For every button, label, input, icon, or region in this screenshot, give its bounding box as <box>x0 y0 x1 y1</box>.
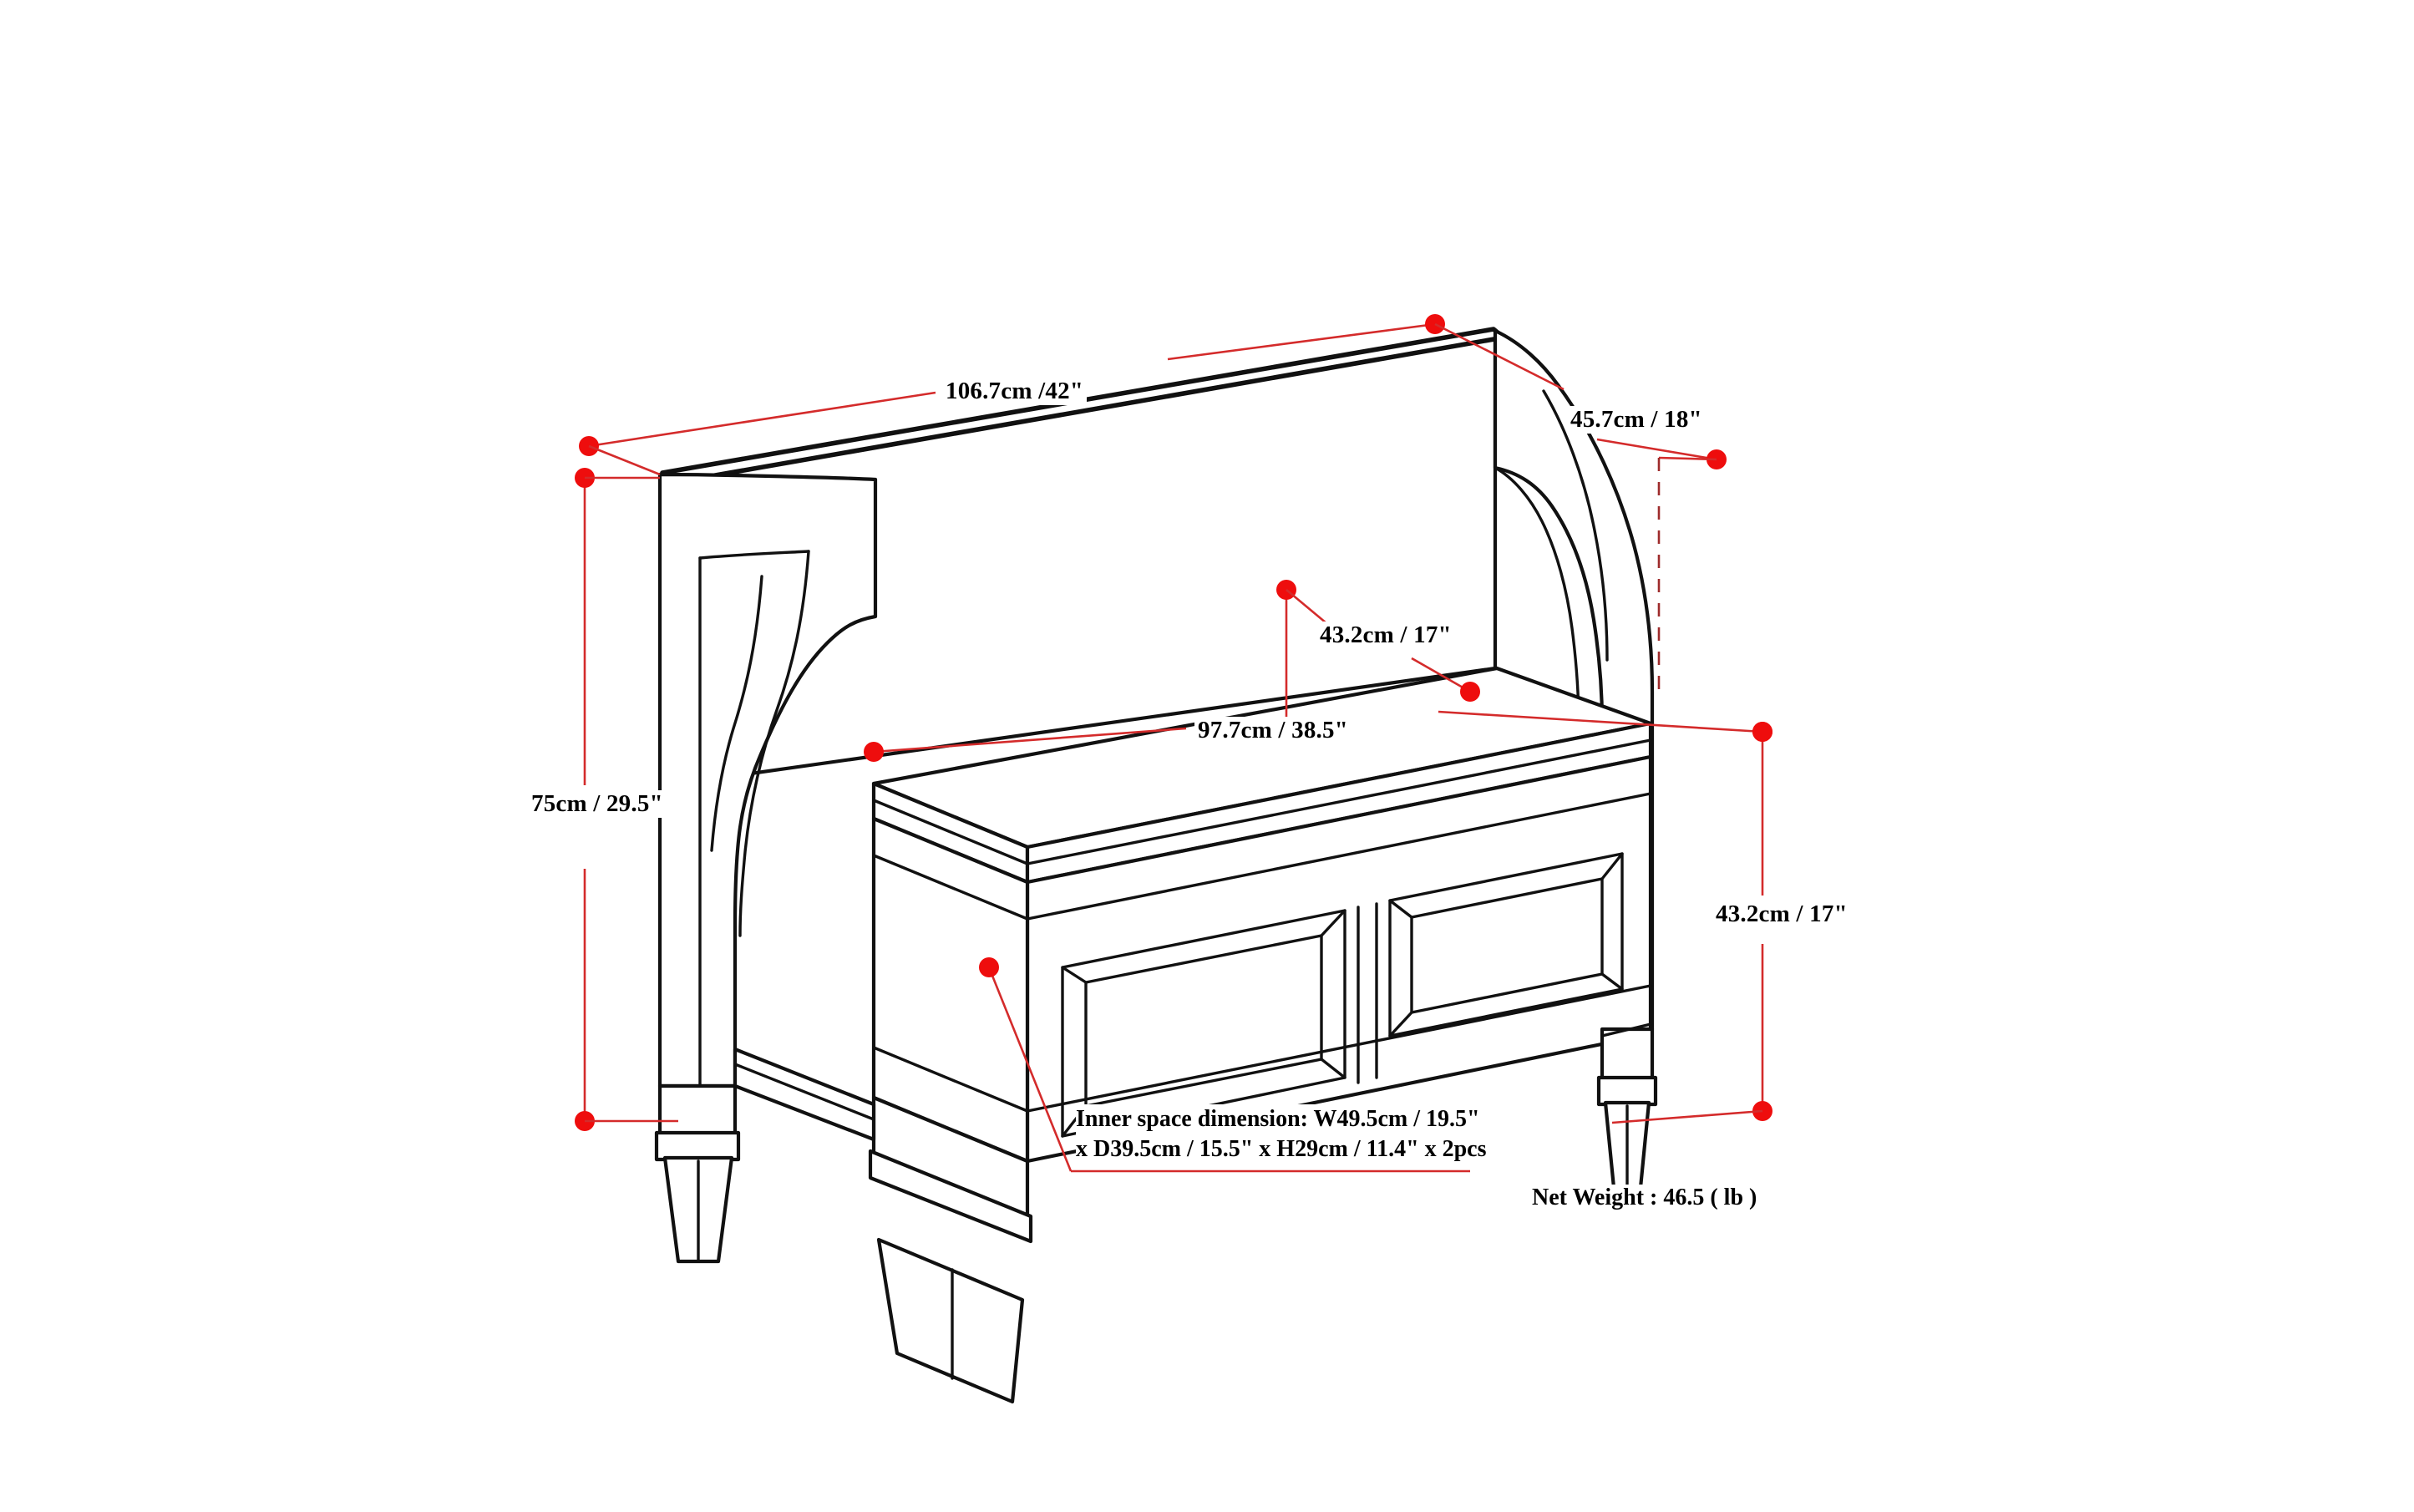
dimension-overall-height <box>575 468 678 1131</box>
front-panel-right <box>1388 852 1624 1038</box>
dimension-label-overall-depth: 45.7cm / 18" <box>1567 406 1706 434</box>
dimension-overall-depth <box>1434 322 1727 690</box>
dimension-overall-width <box>579 314 1445 476</box>
dimension-label-back-height: 43.2cm / 17" <box>1316 622 1455 649</box>
dimension-label-seat-height: 43.2cm / 17" <box>1712 901 1851 928</box>
note-inner-space: Inner space dimension: W49.5cm / 19.5" x… <box>1076 1104 1487 1165</box>
note-inner-space-line2: x D39.5cm / 15.5" x H29cm / 11.4" x 2pcs <box>1076 1136 1487 1163</box>
side-stretcher-rail <box>733 1047 876 1142</box>
dimension-seat-height <box>1611 722 1772 1124</box>
bench-left-arm-panel <box>657 472 878 1088</box>
note-net-weight: Net Weight : 46.5 ( lb ) <box>1532 1185 1757 1211</box>
leg-left-front <box>868 1095 1033 1404</box>
right-lower-skirt <box>1600 1022 1652 1038</box>
leg-left-back <box>654 1083 741 1264</box>
dimension-label-overall-width: 106.7cm /42" <box>942 378 1088 405</box>
front-panel-divider <box>1357 902 1378 1084</box>
bench-front-case <box>871 754 1653 1164</box>
leg-right-front <box>1596 1027 1658 1207</box>
dimension-label-seat-width: 97.7cm / 38.5" <box>1194 717 1352 744</box>
leader-inner-space-note <box>979 957 1470 1173</box>
dimension-label-overall-height: 75cm / 29.5" <box>528 790 667 818</box>
note-inner-space-line1: Inner space dimension: W49.5cm / 19.5" <box>1076 1106 1480 1132</box>
